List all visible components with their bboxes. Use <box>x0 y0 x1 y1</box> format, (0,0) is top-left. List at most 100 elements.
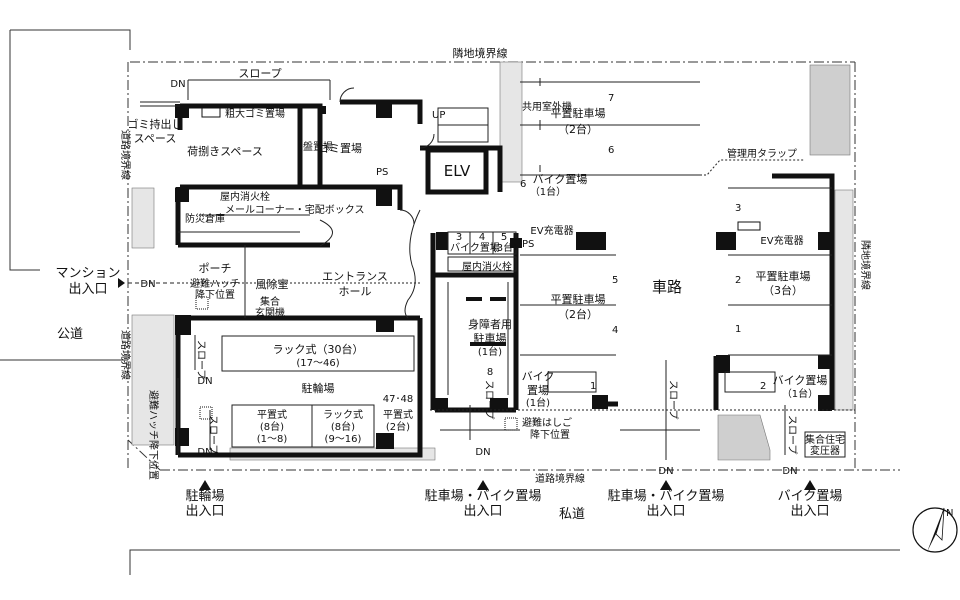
label-bike6-num: 6 <box>520 179 526 190</box>
label-up: UP <box>432 110 445 121</box>
label-bicycle-entry-2: 出入口 <box>185 504 224 519</box>
label-bike-345: バイク置場 <box>450 241 500 254</box>
label-bike1-3: (1台) <box>526 396 550 409</box>
label-slope-v3: スロープ <box>483 380 495 419</box>
label-ladder-1: 避難はしご <box>522 416 572 429</box>
label-entrance-hall-2: ホール <box>339 285 372 298</box>
label-mgmt-trap: 管理用タラップ <box>727 147 797 160</box>
label-ev-charger2: EV充電器 <box>760 234 803 247</box>
label-s6: 6 <box>608 145 614 156</box>
label-shared-unit: 共用室外機 <box>522 100 572 113</box>
label-slope-v4: スロープ <box>667 380 679 419</box>
label-bike2-2: （1台） <box>782 387 818 400</box>
label-car-entry-1a: 駐車場・バイク置場 <box>425 489 542 504</box>
label-bike1-2: 置場 <box>527 384 549 397</box>
label-car-entry-2b: 出入口 <box>646 504 685 519</box>
label-flat-8-2: (8台) <box>260 420 284 433</box>
label-wind-room: 風除室 <box>256 277 289 291</box>
label-porch: ポーチ <box>199 262 232 275</box>
label-n5: 5 <box>501 232 507 243</box>
label-flat-2-1: 平置式 <box>383 408 413 421</box>
label-garbage-out-1: ゴミ持出し <box>128 117 183 131</box>
label-flat-parking-top-2: （2台） <box>558 122 598 136</box>
label-bike-entry-2: 出入口 <box>790 504 829 519</box>
label-private-road: 私道 <box>559 507 585 522</box>
label-mail-corner: メールコーナー・宅配ボックス <box>225 203 365 216</box>
equipment <box>195 106 830 431</box>
label-north-boundary: 隣地境界線 <box>453 46 508 60</box>
label-flat-parking-mid-1: 平置駐車場 <box>551 292 606 306</box>
label-bulky-garbage: 粗大ゴミ置場 <box>225 107 285 120</box>
label-s7: 7 <box>608 93 614 104</box>
label-slope-v1: スロープ <box>195 340 207 379</box>
label-s8: 8 <box>487 367 493 378</box>
label-flat-parking-mid-2: （2台） <box>558 307 598 321</box>
entry-markers <box>118 278 816 490</box>
label-disaster-store: 防災倉庫 <box>185 212 225 225</box>
label-bike2-num: 2 <box>760 381 766 392</box>
label-north: N <box>946 508 953 519</box>
label-public-road: 公道 <box>57 327 83 342</box>
label-mansion-entry-2: 出入口 <box>68 282 107 297</box>
label-accessible-2: 駐車場 <box>474 331 507 345</box>
label-r2: 2 <box>735 275 741 286</box>
label-flat-8-3: (1〜8) <box>257 434 288 445</box>
label-bike1-num: 1 <box>590 381 596 392</box>
label-ps: PS <box>376 167 388 178</box>
label-intercom-1: 集合 <box>260 295 280 308</box>
label-flat-parking-right-2: （3台） <box>763 283 803 297</box>
label-hydrant: 屋内消火栓 <box>220 190 270 203</box>
label-rack-8-2: (8台) <box>331 420 355 433</box>
label-slope-top: スロープ <box>238 67 281 80</box>
label-bike-345-count: (3台) <box>493 241 517 254</box>
label-n3: 3 <box>456 232 462 243</box>
label-hydrant2: 屋内消火栓 <box>462 260 512 273</box>
label-rack-8-3: (9〜16) <box>325 434 362 445</box>
label-n4: 4 <box>479 232 485 243</box>
label-garbage-out-2: スペース <box>134 132 177 145</box>
label-slope-v2: スロープ <box>207 415 219 454</box>
label-road: 車路 <box>652 278 682 296</box>
label-ps2: PS <box>522 239 534 250</box>
label-dn-bike-1: DN <box>197 376 212 387</box>
label-rack-30-1: ラック式（30台） <box>273 342 364 356</box>
label-panel: 盤置場 <box>303 140 333 153</box>
label-car-entry-1b: 出入口 <box>463 504 502 519</box>
label-road-boundary-left: 道路境界線 <box>119 130 132 180</box>
label-road-boundary-left2: 道路境界線 <box>119 330 132 380</box>
label-flat-2-0: 47･48 <box>383 394 413 405</box>
label-bike-entry-1: バイク置場 <box>778 489 843 504</box>
label-flat-parking-top-1: 平置駐車場 <box>551 106 606 120</box>
label-dn-road-1: DN <box>475 447 490 458</box>
label-ladder-2: 降下位置 <box>530 428 570 441</box>
label-car-entry-2a: 駐車場・バイク置場 <box>608 489 725 504</box>
label-entrance-hall-1: エントランス <box>322 270 388 283</box>
label-bike2-1: バイク置場 <box>773 374 828 387</box>
label-dn-top: DN <box>170 79 185 90</box>
label-hatch-2: 降下位置 <box>195 288 235 301</box>
north-compass-icon: N <box>912 507 958 553</box>
label-accessible-1: 身障者用 <box>468 317 512 331</box>
label-ev-charger: EV充電器 <box>530 224 573 237</box>
label-intercom-2: 玄関機 <box>255 306 285 319</box>
label-dn-entrance: DN <box>140 279 155 290</box>
label-accessible-3: (1台) <box>478 345 502 358</box>
label-dn-road-2: DN <box>658 466 673 477</box>
label-r3: 3 <box>735 203 741 214</box>
label-r1: 1 <box>735 324 741 335</box>
label-bike-6-count: （1台） <box>530 185 566 198</box>
label-garbage-room: ゴミ置場 <box>318 141 362 155</box>
label-rack-30-2: (17〜46) <box>296 358 339 369</box>
label-hatch-1: 避難ハッチ <box>190 277 240 290</box>
label-flat-8-1: 平置式 <box>257 408 287 421</box>
label-flat-2-2: (2台) <box>386 420 410 433</box>
thin-lines <box>128 78 855 460</box>
label-transformer-2: 変圧器 <box>810 444 840 457</box>
label-dn-road-3: DN <box>782 466 797 477</box>
label-hatch-v: 避難ハッチ降下位置 <box>147 390 160 480</box>
label-rack-8-1: ラック式 <box>323 408 363 421</box>
label-neighbor-boundary-right: 隣地境界線 <box>859 240 872 290</box>
label-unloading: 荷捌きスペース <box>187 144 263 158</box>
label-s5: 5 <box>612 275 618 286</box>
